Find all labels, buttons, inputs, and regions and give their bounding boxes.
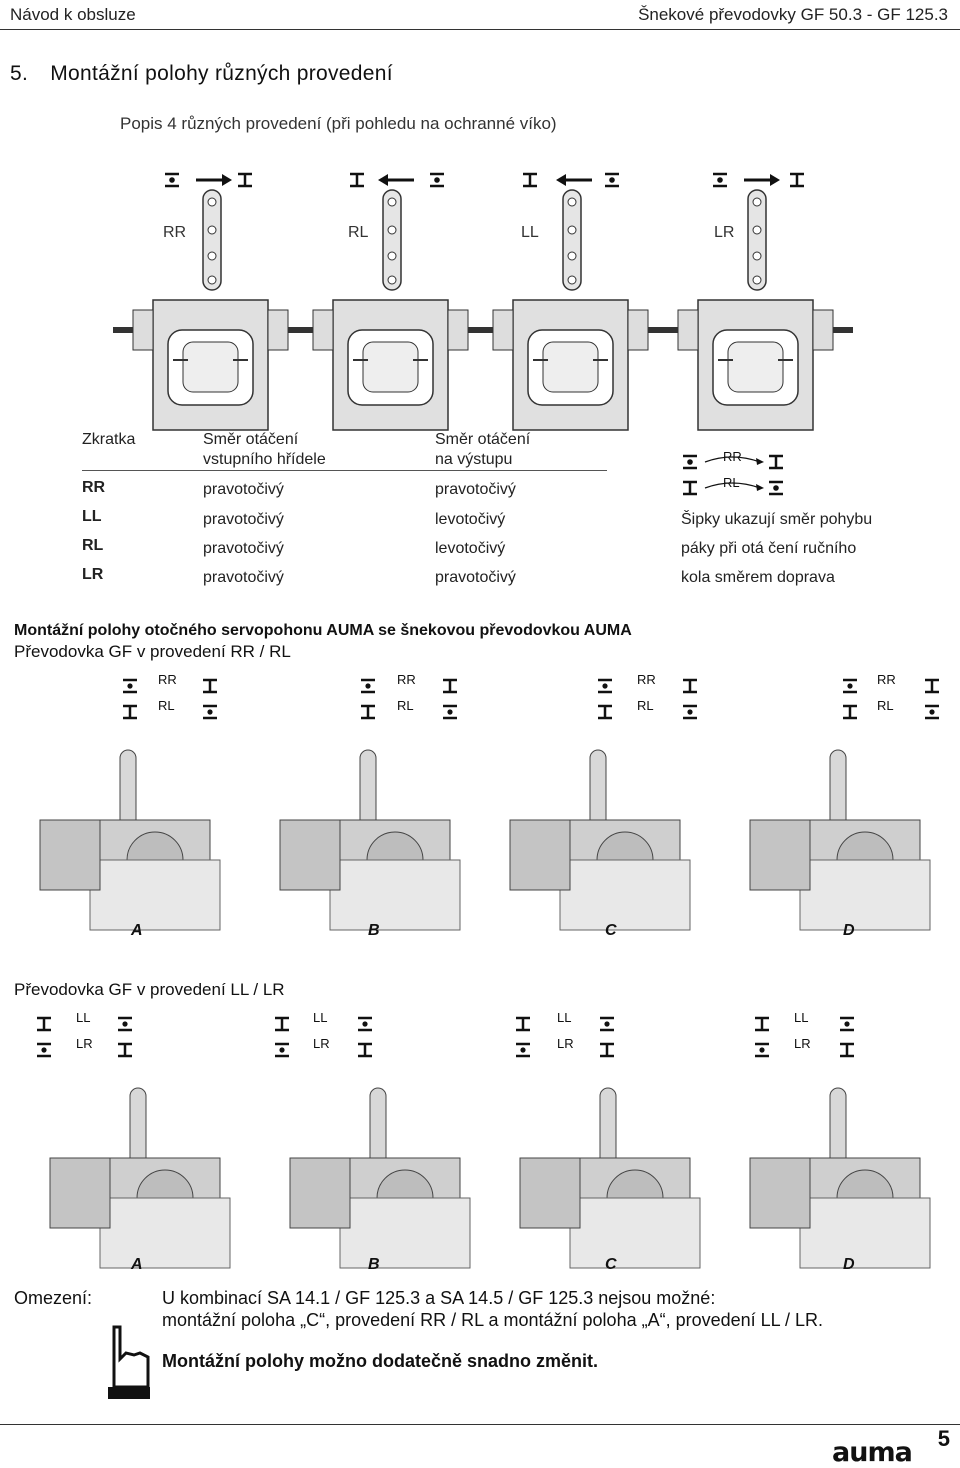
section-heading: 5. Montážní polohy různých provedení <box>10 62 393 86</box>
variant-label-rl: RL <box>348 224 369 241</box>
table-row-code: LL <box>82 508 102 525</box>
mount-ll-lr-title: Převodovka GF v provedení LL / LR <box>14 980 285 999</box>
position-letter-d: D <box>843 922 855 939</box>
ll-lr-photos <box>35 1016 931 1269</box>
legend-note-3: kola směrem doprava <box>681 569 835 586</box>
table-header-rule <box>82 470 607 471</box>
gearbox-drawings <box>0 172 960 410</box>
mount-title: Montážní polohy otočného servopohonu AUM… <box>14 622 632 639</box>
legend-note-1: Šipky ukazují směr pohybu <box>681 511 873 528</box>
position-letter-d: D <box>843 1256 855 1273</box>
table-col-output-header-1: Směr otáčení <box>435 431 531 448</box>
legend-bottom-label: RL <box>723 475 740 490</box>
rr-label-d: RR <box>877 672 896 687</box>
ll-label-a: LL <box>76 1010 91 1025</box>
lr-label-c: LR <box>557 1036 574 1051</box>
table-col-code-header: Zkratka <box>82 431 136 448</box>
restriction-line-3: Montážní polohy možno dodatečně snadno z… <box>162 1351 598 1371</box>
header-right: Šnekové převodovky GF 50.3 - GF 125.3 <box>638 5 948 24</box>
table-row-input: pravotočivý <box>203 511 284 528</box>
restriction-line-2: montážní poloha „C“, provedení RR / RL a… <box>162 1310 824 1330</box>
rr-label-c: RR <box>637 672 656 687</box>
direction-legend-symbol <box>681 454 785 496</box>
auma-logo: auma <box>832 1437 913 1468</box>
position-letter-a: A <box>131 922 143 939</box>
lr-label-b: LR <box>313 1036 330 1051</box>
position-letter-b: B <box>368 1256 380 1273</box>
ll-label-b: LL <box>313 1010 328 1025</box>
table-row-output: levotočivý <box>435 540 506 557</box>
rr-label-b: RR <box>397 672 416 687</box>
position-letter-b: B <box>368 922 380 939</box>
header-rule <box>0 29 960 30</box>
table-row-input: pravotočivý <box>203 569 284 586</box>
rr-rl-photos <box>39 678 941 931</box>
variant-label-lr: LR <box>714 224 735 241</box>
table-row-input: pravotočivý <box>203 481 284 498</box>
restriction-line-1: U kombinací SA 14.1 / GF 125.3 a SA 14.5… <box>162 1288 716 1308</box>
rl-label-c: RL <box>637 698 654 713</box>
rl-label-d: RL <box>877 698 894 713</box>
table-row-output: levotočivý <box>435 511 506 528</box>
position-letter-c: C <box>605 922 617 939</box>
pointing-hand-icon <box>108 1325 150 1399</box>
section-title: Montážní polohy různých provedení <box>50 62 393 85</box>
table-row-output: pravotočivý <box>435 481 516 498</box>
rr-label-a: RR <box>158 672 177 687</box>
position-letter-c: C <box>605 1256 617 1273</box>
table-row-output: pravotočivý <box>435 569 516 586</box>
section-subtitle: Popis 4 různých provedení (při pohledu n… <box>120 114 557 133</box>
legend-top-label: RR <box>723 449 742 464</box>
rl-label-b: RL <box>397 698 414 713</box>
page-number: 5 <box>937 1426 950 1451</box>
section-number: 5. <box>10 62 29 85</box>
header-left: Návod k obsluze <box>10 5 136 24</box>
restriction-label: Omezení: <box>14 1288 93 1308</box>
mount-rr-rl-title: Převodovka GF v provedení RR / RL <box>14 642 291 661</box>
ll-label-c: LL <box>557 1010 572 1025</box>
table-row-input: pravotočivý <box>203 540 284 557</box>
variant-label-ll: LL <box>521 224 539 241</box>
footer-rule <box>0 1424 960 1425</box>
lr-label-a: LR <box>76 1036 93 1051</box>
rl-label-a: RL <box>158 698 175 713</box>
table-row-code: LR <box>82 566 104 583</box>
table-row-code: RR <box>82 479 106 496</box>
table-row-code: RL <box>82 537 104 554</box>
lr-label-d: LR <box>794 1036 811 1051</box>
table-col-input-header-2: vstupního hřídele <box>203 451 326 468</box>
ll-label-d: LL <box>794 1010 809 1025</box>
position-letter-a: A <box>131 1256 143 1273</box>
table-col-input-header-1: Směr otáčení <box>203 431 299 448</box>
legend-note-2: páky při otá čení ručního <box>681 540 857 557</box>
table-col-output-header-2: na výstupu <box>435 451 513 468</box>
variant-label-rr: RR <box>163 224 187 241</box>
